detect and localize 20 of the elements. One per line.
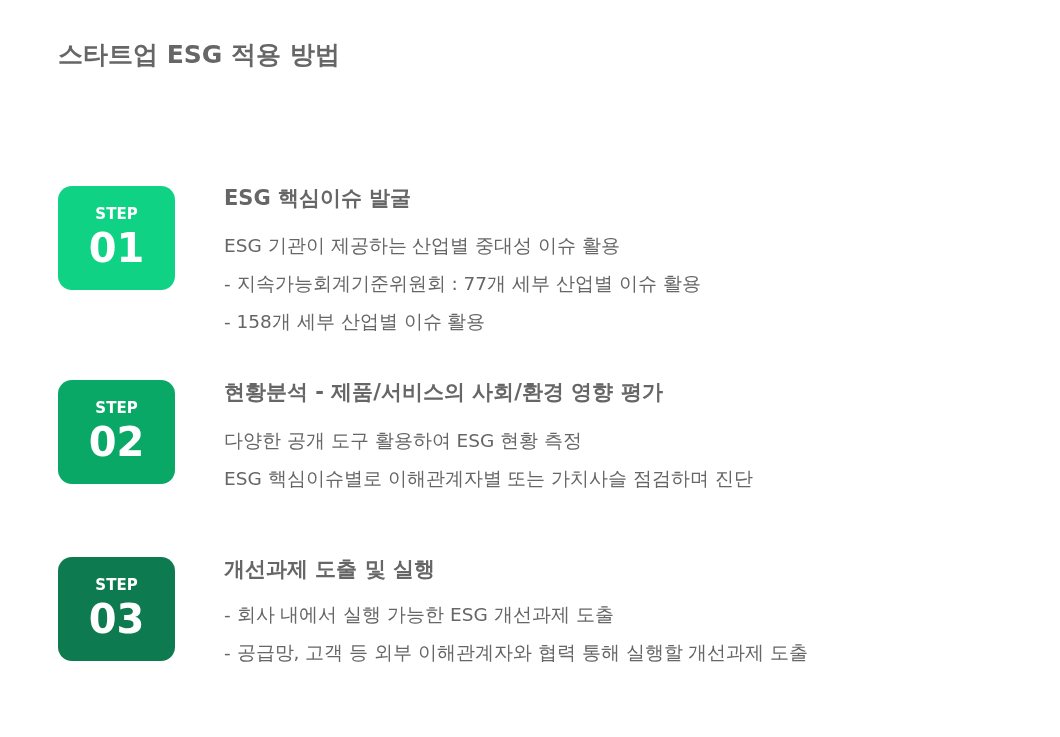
step-badge [58,380,175,484]
step-description: ESG 핵심이슈별로 이해관계자별 또는 가치사슬 점검하며 진단 [224,467,754,491]
step-description: - 회사 내에서 실행 가능한 ESG 개선과제 도출 [224,603,614,627]
step-label: STEP [94,398,139,418]
step-number: 02 [87,418,146,466]
step-label: STEP [94,204,139,224]
page-title: 스타트업 ESG 적용 방법 [58,39,340,71]
step-description: - 158개 세부 산업별 이슈 활용 [224,310,486,334]
step-description: 다양한 공개 도구 활용하여 ESG 현황 측정 [224,429,583,453]
step-badge [58,557,175,661]
step-heading: 개선과제 도출 및 실행 [224,556,435,583]
step-description: ESG 기관이 제공하는 산업별 중대성 이슈 활용 [224,234,621,258]
step-badge [58,186,175,290]
step-label: STEP [94,575,139,595]
step-description: - 공급망, 고객 등 외부 이해관계자와 협력 통해 실행할 개선과제 도출 [224,641,809,665]
step-heading: ESG 핵심이슈 발굴 [224,185,412,212]
step-number: 01 [87,224,146,272]
step-description: - 지속가능회계기준위원회 : 77개 세부 산업별 이슈 활용 [224,272,701,296]
step-number: 03 [87,595,146,643]
step-heading: 현황분석 - 제품/서비스의 사회/환경 영향 평가 [224,379,663,406]
